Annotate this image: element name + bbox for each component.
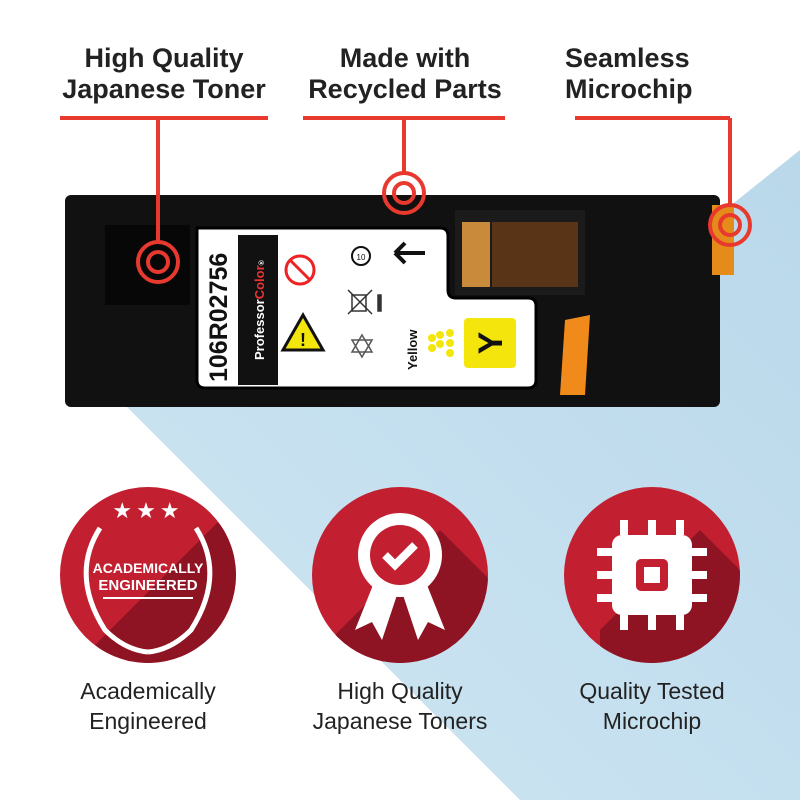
rotate-icon bbox=[351, 246, 371, 266]
caption-text: Quality Tested bbox=[579, 678, 725, 704]
callout-text: Recycled Parts bbox=[308, 74, 502, 104]
callout-microchip: Seamless Microchip bbox=[565, 43, 715, 105]
arrow-left-icon bbox=[393, 241, 425, 265]
emblem-text-2: ENGINEERED bbox=[98, 577, 197, 594]
badge-microchip bbox=[564, 487, 740, 663]
caption-text: High Quality bbox=[337, 678, 463, 704]
toner-cartridge: 106R02756 ProfessorColor® ! 10 Yellow Y bbox=[65, 195, 734, 407]
color-letter: Y bbox=[472, 331, 510, 354]
caption-quality-tested-microchip: Quality Tested Microchip bbox=[522, 676, 782, 736]
svg-text:10: 10 bbox=[357, 253, 366, 262]
caption-japanese-toners: High Quality Japanese Toners bbox=[270, 676, 530, 736]
laurel-icon bbox=[83, 526, 213, 655]
callout-text: High Quality bbox=[84, 43, 244, 73]
color-name: Yellow bbox=[405, 329, 420, 370]
svg-text:!: ! bbox=[300, 330, 306, 350]
microchip bbox=[712, 205, 734, 275]
caption-text: Engineered bbox=[89, 708, 207, 734]
caption-academically-engineered: Academically Engineered bbox=[18, 676, 278, 736]
toner-dots-icon bbox=[428, 329, 454, 357]
microchip-icon bbox=[597, 520, 707, 630]
svg-text:★★★: ★★★ bbox=[112, 498, 183, 523]
callout-text: Microchip bbox=[565, 74, 693, 104]
caption-text: Academically bbox=[80, 678, 216, 704]
callout-text: Made with bbox=[339, 43, 471, 73]
copper-roller bbox=[462, 222, 490, 287]
recycle-icon bbox=[350, 333, 374, 359]
caption-text: Microchip bbox=[602, 708, 702, 734]
caption-text: Japanese Toners bbox=[312, 708, 488, 734]
callout-text: Seamless bbox=[565, 43, 690, 73]
warning-icon bbox=[280, 311, 326, 352]
stars-icon: ★★★ bbox=[112, 498, 183, 523]
callout-japanese-toner: High Quality Japanese Toner bbox=[40, 43, 288, 105]
brand-logo: ProfessorColor® bbox=[252, 259, 267, 360]
no-bin-icon bbox=[347, 289, 382, 315]
callout-text: Japanese Toner bbox=[62, 74, 266, 104]
callout-recycled-parts: Made with Recycled Parts bbox=[290, 43, 520, 105]
badge-academically-engineered: ★★★ ACADEMICALLY ENGINEERED bbox=[60, 487, 236, 663]
award-ribbon-check-icon bbox=[355, 513, 445, 640]
callout-lines bbox=[60, 116, 752, 284]
part-number: 106R02756 bbox=[205, 253, 233, 382]
emblem-text-1: ACADEMICALLY bbox=[93, 560, 204, 576]
